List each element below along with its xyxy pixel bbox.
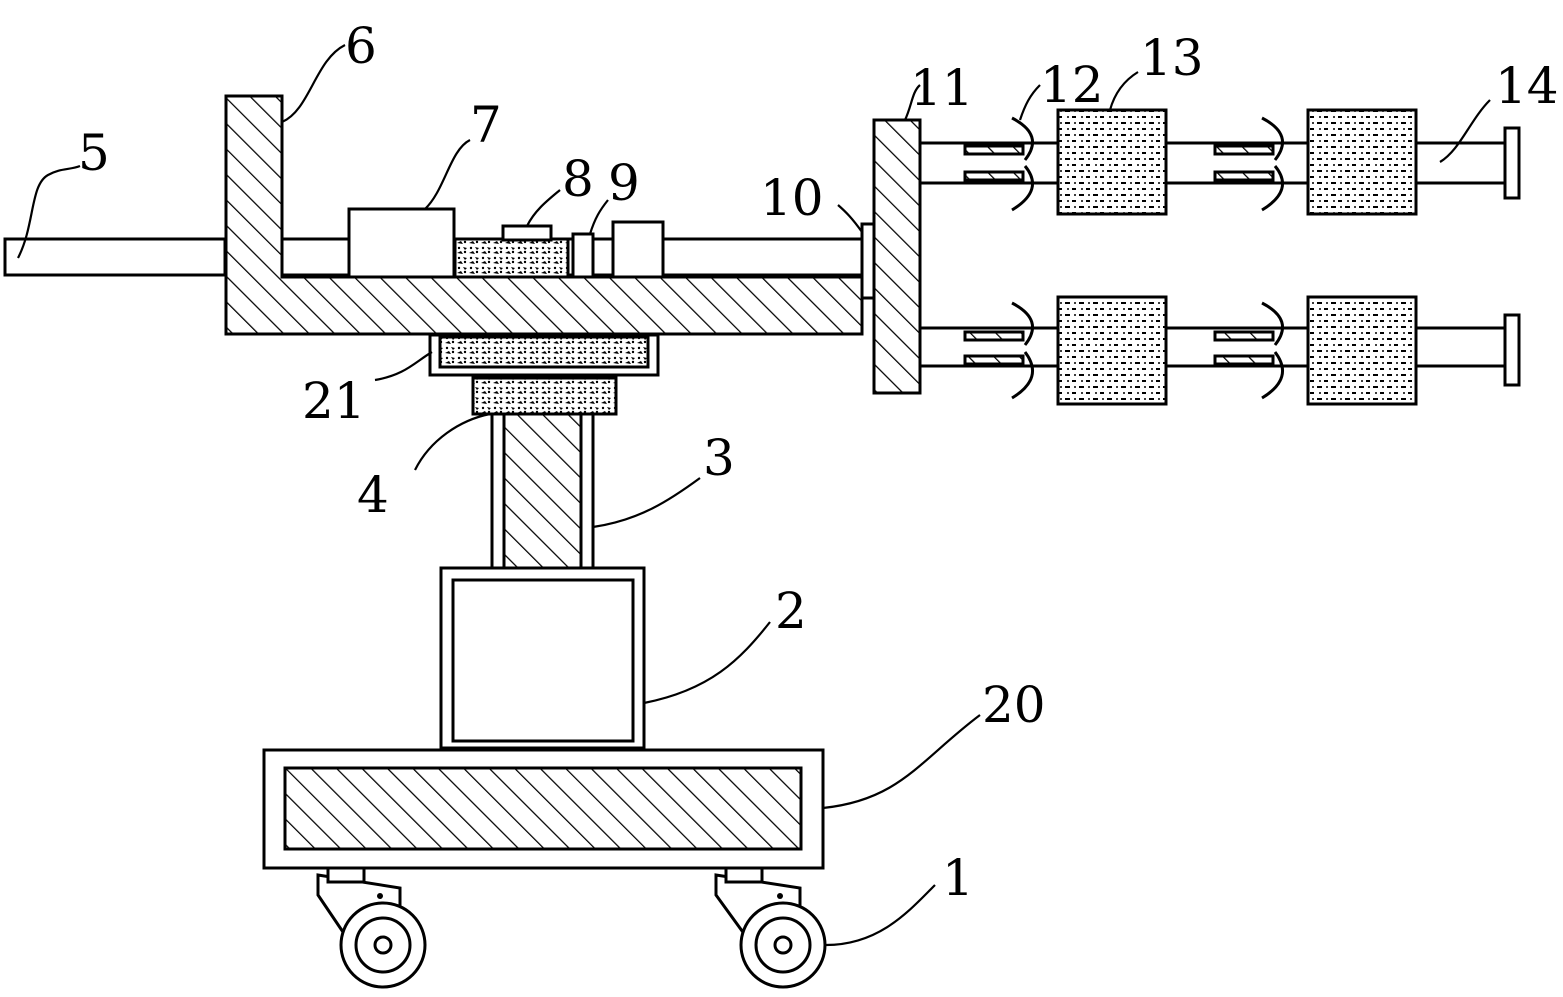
label-21: 21 — [302, 372, 366, 430]
rod-5 — [3, 237, 227, 277]
leader-7 — [424, 139, 471, 210]
label-13: 13 — [1140, 29, 1204, 87]
plate-11 — [872, 118, 922, 395]
label-3: 3 — [703, 429, 735, 487]
label-9: 9 — [608, 154, 640, 212]
label-8: 8 — [562, 150, 594, 208]
label-4: 4 — [357, 466, 389, 524]
base-20-inner — [283, 766, 803, 851]
tool-assembly-bottom — [920, 295, 1521, 406]
label-7: 7 — [470, 96, 502, 154]
leader-3 — [592, 477, 701, 529]
label-6: 6 — [345, 17, 377, 75]
box-2-inner — [451, 578, 635, 743]
leader-21 — [374, 351, 433, 382]
block-7 — [347, 207, 456, 279]
column-3 — [502, 412, 583, 573]
leader-12 — [1018, 84, 1041, 121]
leader-6 — [281, 44, 346, 124]
leader-13 — [1108, 71, 1139, 111]
label-1: 1 — [942, 849, 974, 907]
small-block — [611, 220, 665, 279]
label-20: 20 — [982, 676, 1046, 734]
leader-1 — [825, 884, 936, 947]
label-5: 5 — [78, 124, 110, 182]
label-2: 2 — [775, 582, 807, 640]
leader-2 — [643, 621, 771, 705]
caster-right — [714, 866, 827, 989]
leader-4 — [414, 412, 491, 471]
rotary-disc-4 — [471, 376, 618, 416]
speckled-pad — [453, 237, 570, 279]
bearing-21 — [438, 335, 650, 369]
leader-9 — [588, 199, 609, 235]
label-10: 10 — [760, 169, 824, 227]
label-14: 14 — [1495, 57, 1559, 115]
component-9 — [571, 232, 595, 279]
leader-5 — [17, 164, 81, 259]
leader-10 — [837, 204, 863, 233]
label-12: 12 — [1040, 56, 1104, 114]
leader-14 — [1439, 99, 1491, 163]
leader-8 — [526, 189, 561, 227]
label-11: 11 — [910, 59, 974, 117]
leader-11 — [904, 84, 921, 121]
tool-assembly-top — [920, 108, 1521, 216]
component-8 — [501, 224, 553, 242]
caster-left — [316, 866, 427, 989]
leader-20 — [822, 714, 981, 810]
